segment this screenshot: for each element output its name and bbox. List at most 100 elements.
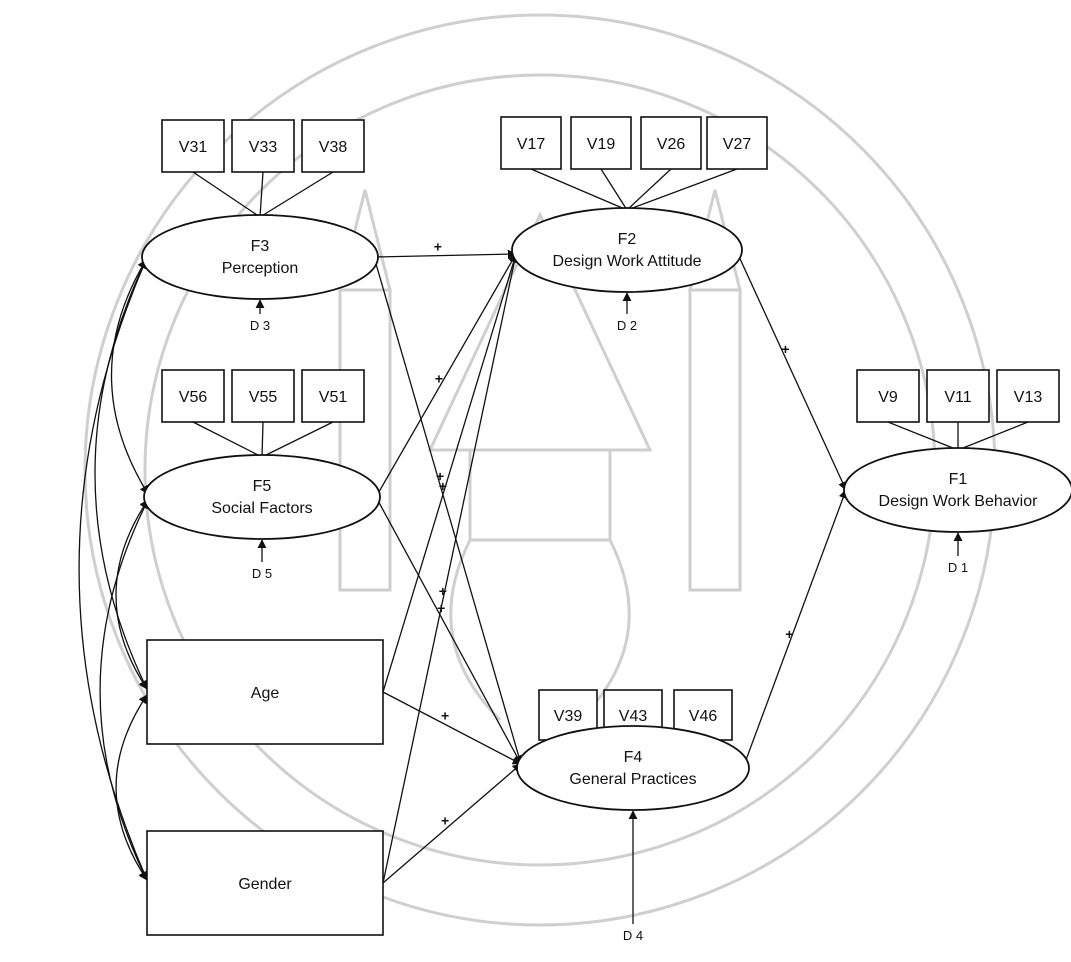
path-gen-to-f4 — [382, 763, 522, 884]
construct-name-f4: General Practices — [569, 771, 696, 788]
indicator-box-v33 — [231, 119, 295, 173]
indicator-box-v38 — [301, 119, 365, 173]
indicator-box-v19 — [570, 116, 632, 170]
construct-ellipse-f4 — [516, 725, 750, 811]
indicator-box-v55 — [231, 369, 295, 423]
disturbance-label-d-5: D 5 — [252, 566, 272, 581]
path-sign-f2-to-f1: + — [781, 341, 789, 357]
path-f5-to-f2 — [375, 253, 517, 498]
construct-name-f2: Design Work Attitude — [552, 253, 701, 270]
correlation-f5-age — [115, 499, 149, 690]
construct-code-f4: F4 — [624, 749, 643, 766]
construct-ellipse-f2 — [511, 207, 743, 293]
indicator-label-v11: V11 — [944, 389, 971, 406]
indicator-box-v11 — [926, 369, 990, 423]
indicator-link-v9 — [887, 421, 959, 451]
indicator-link-v55 — [261, 421, 264, 458]
indicator-link-v26 — [626, 168, 672, 211]
indicator-link-v19 — [600, 168, 628, 211]
path-sign-age-to-f2: + — [439, 478, 447, 494]
observed-label-age: Age — [251, 685, 280, 702]
indicator-link-v17 — [530, 168, 628, 211]
path-sign-f4-to-f1: + — [785, 626, 793, 642]
path-age-to-f4 — [382, 691, 522, 765]
indicator-label-v39: V39 — [554, 708, 583, 725]
indicator-link-v56 — [192, 421, 263, 458]
indicator-box-v17 — [500, 116, 562, 170]
correlation-age-gen — [115, 694, 148, 881]
indicator-label-v46: V46 — [689, 708, 718, 725]
observed-gender: Gender — [146, 830, 384, 936]
indicator-link-v38 — [259, 171, 334, 218]
construct-name-f3: Perception — [222, 260, 299, 277]
correlation-f3-f5 — [110, 259, 149, 495]
indicator-label-v26: V26 — [657, 136, 686, 153]
indicator-link-v27 — [626, 168, 738, 211]
indicator-box-v51 — [301, 369, 365, 423]
construct-name-f1: Design Work Behavior — [879, 493, 1039, 510]
edges-layer: ++++++++++ — [78, 168, 1029, 924]
indicator-label-v19: V19 — [587, 136, 616, 153]
indicator-link-v33 — [259, 171, 264, 218]
indicator-box-v31 — [161, 119, 225, 173]
path-sign-f3-to-f2: + — [434, 239, 442, 255]
indicator-link-v13 — [957, 421, 1029, 451]
construct-ellipse-f5 — [143, 454, 381, 540]
indicator-label-v13: V13 — [1014, 389, 1043, 406]
path-sign-gen-to-f2: + — [439, 583, 447, 599]
construct-code-f2: F2 — [618, 231, 637, 248]
path-sign-gen-to-f4: + — [441, 812, 449, 828]
indicator-label-v38: V38 — [319, 139, 348, 156]
path-gen-to-f2 — [382, 253, 519, 884]
construct-ellipse-f3 — [141, 214, 379, 300]
indicator-label-v17: V17 — [517, 136, 546, 153]
disturbance-label-d-3: D 3 — [250, 318, 270, 333]
construct-ellipse-f1 — [843, 447, 1071, 533]
indicator-label-v56: V56 — [179, 389, 208, 406]
construct-code-f3: F3 — [251, 238, 270, 255]
indicator-label-v27: V27 — [723, 136, 752, 153]
path-sign-f3-to-f4: + — [436, 468, 444, 484]
construct-name-f5: Social Factors — [211, 500, 312, 517]
indicator-box-v56 — [161, 369, 225, 423]
construct-code-f1: F1 — [949, 471, 968, 488]
indicator-label-v51: V51 — [319, 389, 348, 406]
indicator-label-v9: V9 — [878, 389, 898, 406]
correlation-f3-age — [94, 259, 148, 690]
indicator-box-v27 — [706, 116, 768, 170]
correlation-f5-gen — [99, 499, 149, 881]
path-f3-to-f4 — [373, 256, 524, 765]
disturbance-label-d-1: D 1 — [948, 560, 968, 575]
observed-box-age — [146, 639, 384, 745]
path-f5-to-f4 — [375, 496, 522, 765]
observed-box-gender — [146, 830, 384, 936]
indicator-box-v26 — [640, 116, 702, 170]
path-sign-f5-to-f2: + — [435, 371, 443, 387]
indicator-link-v31 — [192, 171, 261, 218]
observed-age: Age — [146, 639, 384, 745]
observed-label-gender: Gender — [238, 876, 292, 893]
path-f3-to-f2 — [373, 249, 517, 259]
indicator-box-v13 — [996, 369, 1060, 423]
path-age-to-f2 — [382, 253, 518, 693]
indicator-label-v33: V33 — [249, 139, 278, 156]
indicator-link-v51 — [261, 421, 334, 458]
indicator-label-v31: V31 — [179, 139, 208, 156]
path-f2-to-f1 — [735, 249, 847, 491]
indicator-box-v9 — [856, 369, 920, 423]
disturbance-label-d-4: D 4 — [623, 928, 643, 943]
indicator-label-v55: V55 — [249, 389, 278, 406]
path-sign-age-to-f4: + — [441, 707, 449, 723]
indicator-label-v43: V43 — [619, 708, 648, 725]
construct-code-f5: F5 — [253, 478, 272, 495]
path-f4-to-f1 — [742, 489, 848, 769]
disturbance-label-d-2: D 2 — [617, 318, 637, 333]
